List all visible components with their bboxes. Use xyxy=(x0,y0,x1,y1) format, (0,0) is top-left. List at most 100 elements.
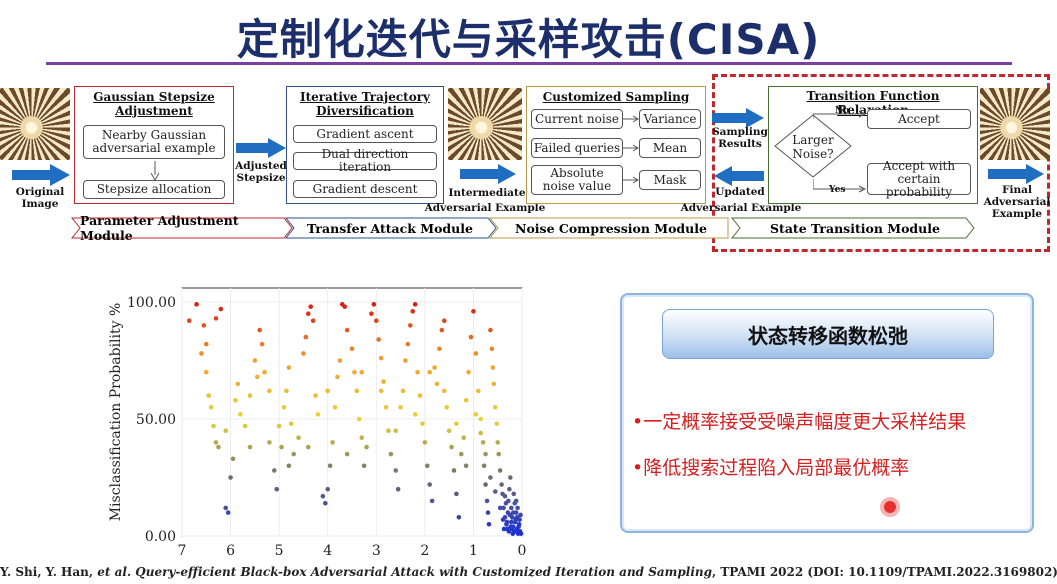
adversarial-example-label-1: Adversarial Example xyxy=(424,202,546,214)
x-tick-label: 2 xyxy=(420,543,429,559)
gaussian-item-stepsize: Stepsize allocation xyxy=(83,180,225,199)
data-point xyxy=(489,346,495,352)
data-point xyxy=(403,358,408,363)
data-point xyxy=(494,421,500,426)
data-point xyxy=(371,302,377,307)
data-point xyxy=(516,524,521,529)
data-point xyxy=(420,421,425,426)
y-tick-label: 100.00 xyxy=(127,295,176,311)
updated-label: Updated xyxy=(715,186,765,198)
data-point xyxy=(218,306,224,312)
original-image-label: Original Image xyxy=(15,186,65,210)
chart-points xyxy=(186,302,524,536)
data-point xyxy=(478,430,484,436)
iterative-trajectory-box: Iterative Trajectory Diversification Gra… xyxy=(286,86,444,204)
title-divider xyxy=(46,62,1012,65)
data-point xyxy=(495,440,501,445)
data-point xyxy=(410,309,416,314)
sampling-left-3: Absolute noise value xyxy=(531,165,623,195)
data-point xyxy=(254,374,260,380)
data-point xyxy=(327,463,333,469)
data-point xyxy=(424,463,430,469)
data-point xyxy=(449,444,454,450)
data-point xyxy=(378,355,384,361)
accept-box: Accept xyxy=(867,109,971,129)
data-point xyxy=(356,416,362,422)
data-point xyxy=(186,318,192,324)
data-point xyxy=(434,381,440,387)
data-point xyxy=(247,444,253,450)
data-point xyxy=(446,428,452,433)
iterative-item-dual: Dual direction iteration xyxy=(293,148,437,174)
highlight-panel: 状态转移函数松弛 •一定概率接受受噪声幅度更大采样结果 •降低搜索过程陷入局部最… xyxy=(620,293,1034,533)
data-point xyxy=(481,463,487,469)
data-point xyxy=(502,493,508,499)
data-point xyxy=(492,405,498,410)
arrow-right-icon xyxy=(12,164,70,186)
y-axis-label: Misclassification Probability % xyxy=(108,303,124,522)
data-point xyxy=(518,512,523,518)
intermediate-label: Intermediate xyxy=(448,187,526,199)
data-point xyxy=(427,482,433,487)
data-point xyxy=(203,369,209,375)
data-point xyxy=(267,440,272,445)
customized-sampling-box: Customized Sampling Current noise Varian… xyxy=(526,86,706,204)
data-point xyxy=(412,302,418,307)
decision-branch-lines-icon xyxy=(813,110,867,193)
data-point xyxy=(376,337,382,342)
gaussian-stepsize-title: Gaussian Stepsize Adjustment xyxy=(93,90,215,118)
data-point xyxy=(296,435,301,441)
data-point xyxy=(378,388,384,394)
module-parameter-adjustment: Parameter Adjustment Module xyxy=(80,213,239,243)
data-point xyxy=(398,405,403,410)
x-tick-label: 5 xyxy=(275,543,284,559)
data-point xyxy=(225,510,231,515)
data-point xyxy=(383,405,389,410)
data-point xyxy=(308,304,314,309)
panel-bullet-1: •一定概率接受受噪声幅度更大采样结果 xyxy=(632,411,967,433)
module-banners-outline-icon xyxy=(70,217,729,239)
data-point xyxy=(415,369,420,375)
module-noise-compression: Noise Compression Module xyxy=(515,220,707,236)
data-point xyxy=(230,456,236,462)
data-point xyxy=(486,522,492,527)
data-point xyxy=(499,482,504,487)
data-point xyxy=(437,346,442,352)
iterative-item-ascent: Gradient ascent xyxy=(293,125,437,143)
decision-diamond-icon xyxy=(774,114,852,178)
data-point xyxy=(203,341,209,347)
data-point xyxy=(480,440,486,445)
x-tick-label: 7 xyxy=(178,543,187,559)
data-point xyxy=(381,379,386,384)
data-point xyxy=(393,468,399,473)
data-point xyxy=(456,514,462,520)
data-point xyxy=(211,423,216,429)
data-point xyxy=(461,435,467,441)
data-point xyxy=(373,318,379,324)
data-point xyxy=(466,369,471,375)
x-tick-label: 3 xyxy=(372,543,381,559)
data-point xyxy=(364,444,369,450)
data-point xyxy=(271,468,277,473)
data-point xyxy=(259,341,265,347)
data-point xyxy=(429,498,435,504)
data-point xyxy=(514,529,519,534)
slide-title: 定制化迭代与采样攻击(CISA) xyxy=(236,15,821,64)
x-tick-label: 6 xyxy=(226,543,235,559)
data-point xyxy=(286,365,292,370)
transition-function-box: Transition Function Relaxation Larger No… xyxy=(768,86,978,204)
data-point xyxy=(286,463,292,469)
laser-pointer-dot xyxy=(884,501,896,513)
data-point xyxy=(305,444,311,450)
data-point xyxy=(194,302,199,307)
adjusted-stepsize-label: Adjusted Stepsize xyxy=(235,160,287,184)
data-point xyxy=(454,421,459,426)
data-point xyxy=(274,486,280,492)
data-point xyxy=(478,416,484,422)
iterative-trajectory-title: Iterative Trajectory Diversification xyxy=(299,90,431,118)
data-point xyxy=(242,423,248,429)
data-point xyxy=(320,493,326,499)
gaussian-stepsize-box: Gaussian Stepsize Adjustment Nearby Gaus… xyxy=(74,86,234,204)
